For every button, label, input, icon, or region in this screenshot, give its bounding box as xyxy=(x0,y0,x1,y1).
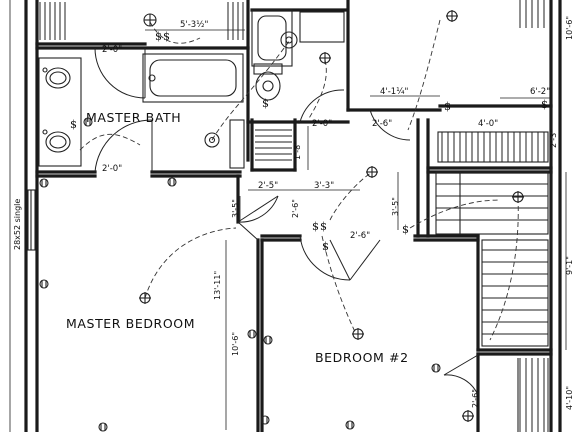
dim-label-vertical: 10'-6" xyxy=(565,16,574,40)
dim-label: 4'-1¼" xyxy=(380,87,408,97)
outlet-icon xyxy=(263,335,273,345)
switch-icon: $ xyxy=(320,220,327,233)
switch-icon: $ xyxy=(262,97,269,110)
ceiling-light-icon xyxy=(262,80,274,92)
outlet-icon xyxy=(260,415,270,425)
switch-icon: $ xyxy=(402,223,409,236)
dim-label-vertical: 4'-10" xyxy=(565,386,574,410)
ceiling-light-icon xyxy=(139,292,151,304)
room-label-master-bath: MASTER BATH xyxy=(86,110,181,125)
ceiling-light-icon xyxy=(462,410,474,422)
ceiling-light-icon xyxy=(319,52,331,64)
door-swings xyxy=(94,47,479,396)
switch-icon: $ xyxy=(444,100,451,113)
outlet-icon xyxy=(167,177,177,187)
switch-icon: $ xyxy=(322,240,329,253)
dim-label: 6'-2" xyxy=(530,87,550,97)
dimension-labels: 5'-3½" 2'-0" 2'-0" 4'-1¼" 6'-2" 2'-0" 2'… xyxy=(13,16,574,410)
outlet-icon xyxy=(39,178,49,188)
dim-label-vertical: 2'-3" xyxy=(549,129,558,148)
dim-label: 2'-0" xyxy=(312,119,332,129)
outlet-icon xyxy=(247,329,257,339)
outlet-icon xyxy=(345,420,355,430)
switch-icon: $ xyxy=(70,118,77,131)
top-right-hatch xyxy=(519,0,545,28)
fixtures xyxy=(27,0,549,432)
dim-label-vertical: 1'-8" xyxy=(293,141,302,160)
ceiling-light-icon xyxy=(204,132,220,148)
walls xyxy=(24,0,562,432)
dim-label: 2'-5" xyxy=(258,181,278,191)
outlet-icon xyxy=(98,422,108,432)
switch-icon: $ xyxy=(541,98,548,111)
dimension-lines xyxy=(9,0,567,432)
dim-label: 3'-3" xyxy=(314,181,334,191)
ceiling-light-icon xyxy=(280,31,298,49)
lower-closet-hatch xyxy=(519,358,549,432)
light-fixtures xyxy=(39,10,524,432)
dim-label-vertical: 3'-5" xyxy=(231,199,240,218)
dim-label-vertical: 13'-11" xyxy=(213,271,222,300)
dim-label-vertical: 3'-5" xyxy=(391,197,400,216)
ceiling-light-icon xyxy=(352,328,364,340)
room-label-bedroom-2: BEDROOM #2 xyxy=(315,350,409,365)
dim-label: 2'-0" xyxy=(102,45,122,55)
dim-label-vertical: 2'-6" xyxy=(471,389,480,408)
top-closet-hatch xyxy=(39,2,244,40)
stairs xyxy=(435,171,549,347)
dim-label-vertical: 9'-1" xyxy=(565,256,574,275)
dim-label: 4'-0" xyxy=(478,119,498,129)
window-label: 28x52 single xyxy=(13,199,22,250)
room-label-master-bedroom: MASTER BEDROOM xyxy=(66,316,195,331)
outlet-icon xyxy=(39,279,49,289)
dim-label-vertical: 10'-6" xyxy=(231,332,240,356)
closet-shelf-hatch xyxy=(441,132,545,162)
outlet-icon xyxy=(431,363,441,373)
outlet-icon xyxy=(83,117,93,127)
dim-label: 2'-6" xyxy=(372,119,392,129)
linen-shelf-hatch xyxy=(255,129,292,161)
switches: $ $ $ $ $ $ $ $ $ $ xyxy=(70,30,548,253)
dim-label-vertical: 2'-6" xyxy=(291,199,300,218)
ceiling-light-icon xyxy=(512,191,524,203)
dim-label: 2'-6" xyxy=(350,231,370,241)
ceiling-light-icon xyxy=(143,13,157,27)
ceiling-light-icon xyxy=(446,10,458,22)
switch-icon: $ xyxy=(312,220,319,233)
dim-label: 5'-3½" xyxy=(180,20,208,30)
room-labels: MASTER BATH MASTER BEDROOM BEDROOM #2 xyxy=(66,110,409,365)
ceiling-light-icon xyxy=(366,166,378,178)
switch-icon: $ xyxy=(155,30,162,43)
dim-label: 2'-0" xyxy=(102,164,122,174)
electrical-runs xyxy=(79,19,519,341)
switch-icon: $ xyxy=(163,30,170,43)
